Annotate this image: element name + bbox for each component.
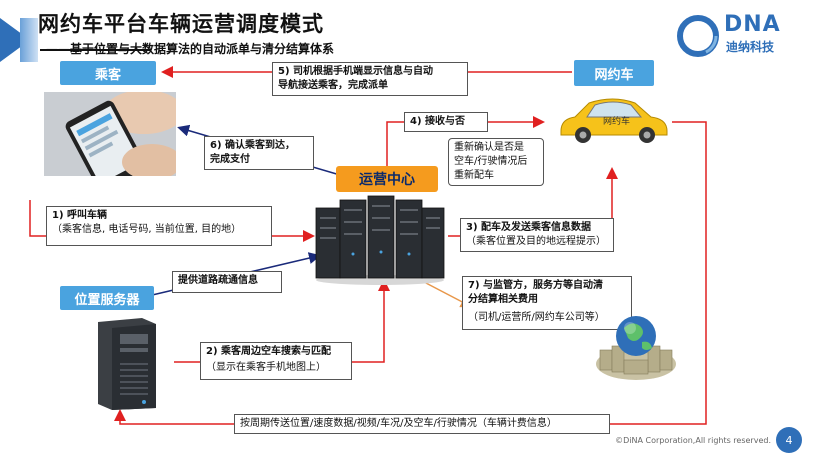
logo-ring-icon — [677, 15, 719, 57]
step5-note: 5) 司机根据手机端显示信息与自动 导航接送乘客，完成派单 — [272, 62, 468, 96]
step7-line3: （司机/运营所/网约车公司等） — [468, 312, 605, 323]
step6-note: 6) 确认乘客到达， 完成支付 — [204, 136, 314, 170]
car-icon — [560, 98, 668, 143]
recheck-line2: 空车/行驶情况后 — [454, 156, 528, 167]
road-info-line: 提供道路疏通信息 — [178, 275, 258, 286]
step2-note: 2) 乘客周边空车搜索与匹配 （显示在乘客手机地图上） — [200, 342, 352, 380]
step2-line1: 2) 乘客周边空车搜索与匹配 — [206, 346, 332, 357]
settlement-image — [594, 306, 678, 386]
recheck-note: 重新确认是否是 空车/行驶情况后 重新配车 — [448, 138, 544, 186]
road-info-note: 提供道路疏通信息 — [172, 271, 282, 293]
step1-note: 1) 呼叫车辆 （乘客信息, 电话号码, 当前位置, 目的地） — [46, 206, 272, 246]
step5-line1: 5) 司机根据手机端显示信息与自动 — [278, 66, 434, 77]
tower-server-icon — [98, 318, 156, 410]
ops-center-node: 运营中心 — [336, 166, 438, 192]
copyright-footer: ©DiNA Corporation,All rights reserved. — [615, 436, 771, 445]
server-rack-icon — [315, 195, 445, 285]
step6-line1: 6) 确认乘客到达， — [210, 140, 296, 151]
car-door-label: 网约车 — [603, 117, 631, 127]
car-node: 网约车 — [574, 60, 654, 86]
step1-line2: （乘客信息, 电话号码, 当前位置, 目的地） — [52, 224, 242, 235]
step1-line1: 1) 呼叫车辆 — [52, 210, 108, 221]
step7-line2: 分结算相关费用 — [468, 294, 538, 305]
step6-line2: 完成支付 — [210, 154, 250, 165]
step7-note: 7) 与监管方，服务方等自动清 分结算相关费用 （司机/运营所/网约车公司等） — [462, 276, 632, 330]
dna-logo: DNA 迪纳科技 — [676, 12, 806, 62]
step5-line2: 导航接送乘客，完成派单 — [278, 80, 388, 91]
arrow-bottom — [114, 121, 707, 425]
phone-image — [44, 92, 176, 176]
step3-line2: （乘客位置及目的地远程提示） — [466, 236, 606, 247]
step4-note: 4) 接收与否 — [404, 112, 488, 132]
step4-line: 4) 接收与否 — [410, 116, 466, 127]
car-image: 网约车 — [555, 95, 671, 145]
step3-note: 3) 配车及发送乘客信息数据 （乘客位置及目的地远程提示） — [460, 218, 614, 252]
periodic-report-note: 按周期传送位置/速度数据/视频/车况/及空车/行驶情况（车辆计费信息） — [234, 414, 610, 434]
recheck-line3: 重新配车 — [454, 170, 494, 181]
page-number: 4 — [776, 427, 802, 453]
recheck-line1: 重新确认是否是 — [454, 142, 524, 153]
server-rack-image — [312, 194, 448, 286]
step7-line1: 7) 与监管方，服务方等自动清 — [468, 280, 604, 291]
logo-mark: DNA — [724, 12, 781, 37]
title-bar-decoration — [20, 18, 38, 62]
page-subtitle: ——基于位置与大数据算法的自动派单与清分结算体系 — [46, 42, 335, 56]
globe-money-icon — [596, 316, 676, 380]
step3-line1: 3) 配车及发送乘客信息数据 — [466, 222, 592, 233]
page-title: 网约车平台车辆运营调度模式 — [38, 12, 324, 36]
step2-line2: （显示在乘客手机地图上） — [206, 362, 326, 373]
passenger-node: 乘客 — [60, 61, 156, 85]
tower-server-image — [90, 316, 162, 412]
smartphone-icon — [44, 92, 176, 176]
location-server-node: 位置服务器 — [60, 286, 154, 310]
arrow-4 — [386, 116, 545, 166]
subtitle-rule — [40, 49, 150, 51]
periodic-report-line: 按周期传送位置/速度数据/视频/车况/及空车/行驶情况（车辆计费信息） — [240, 418, 557, 429]
logo-name: 迪纳科技 — [726, 40, 775, 54]
